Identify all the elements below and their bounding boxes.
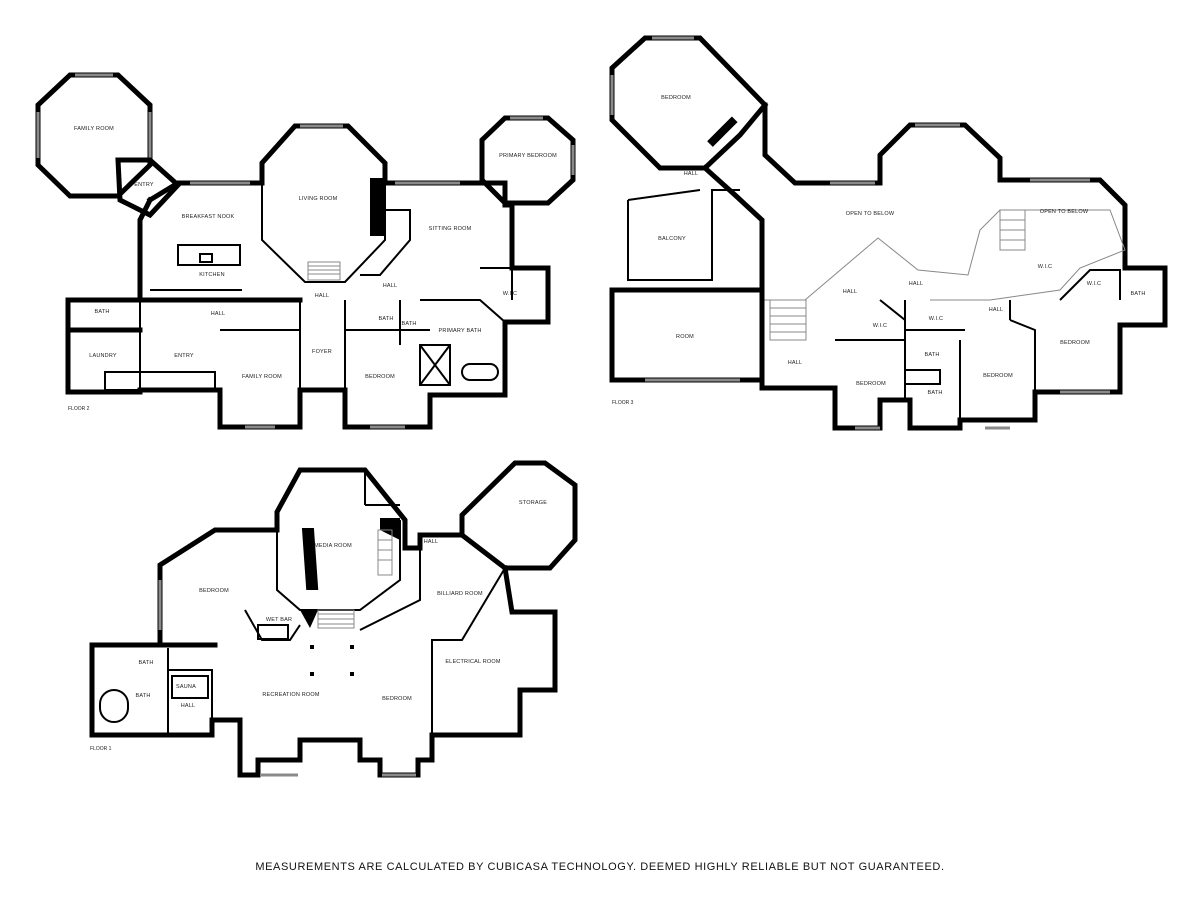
- room-label: HALL: [843, 289, 858, 295]
- floor-2-plan: FLOOR 2 FAMILY ROOM ENTRY BREAKFAST NOOK…: [35, 72, 576, 430]
- room-label: BREAKFAST NOOK: [182, 214, 235, 220]
- floor-1-main-walls: [89, 467, 558, 778]
- floor-3-bedroom-walls: [609, 35, 769, 171]
- room-label: OPEN TO BELOW: [846, 211, 895, 217]
- floor-3-room-labels: BEDROOM HALL BALCONY OPEN TO BELOW OPEN …: [658, 95, 1145, 396]
- room-label: W.I.C: [503, 291, 517, 297]
- room-label: BATH: [927, 390, 942, 396]
- room-label: W.I.C: [929, 316, 943, 322]
- room-label: SAUNA: [176, 684, 196, 690]
- room-label: BEDROOM: [983, 373, 1013, 379]
- floor-2-main-walls: [65, 123, 551, 430]
- room-label: PRIMARY BEDROOM: [499, 153, 557, 159]
- room-label: BEDROOM: [365, 374, 395, 380]
- room-label: W.I.C: [873, 323, 887, 329]
- room-label: SITTING ROOM: [429, 226, 472, 232]
- room-label: WET BAR: [266, 617, 292, 623]
- room-label: BATH: [1130, 291, 1145, 297]
- room-label: BEDROOM: [382, 696, 412, 702]
- room-label: HALL: [181, 703, 196, 709]
- primary-bedroom-walls: [479, 115, 576, 206]
- floor-2-label: FLOOR 2: [68, 406, 90, 412]
- room-label: HALL: [788, 360, 803, 366]
- room-label: BATH: [94, 309, 109, 315]
- room-label: ENTRY: [134, 182, 154, 188]
- storage-walls: [459, 460, 578, 571]
- room-label: ENTRY: [174, 353, 194, 359]
- room-label: BATH: [378, 316, 393, 322]
- family-room-walls: [35, 72, 153, 199]
- floor-3-plan: FLOOR 3 BEDROOM HALL BALCONY OPEN TO BEL…: [609, 35, 1168, 431]
- room-label: LIVING ROOM: [299, 196, 338, 202]
- room-label: ELECTRICAL ROOM: [445, 659, 501, 665]
- room-label: W.I.C: [1087, 281, 1101, 287]
- room-label: HALL: [315, 293, 330, 299]
- room-label: BILLIARD ROOM: [437, 591, 483, 597]
- room-label: W.I.C: [1038, 264, 1052, 270]
- room-label: MEDIA ROOM: [314, 543, 352, 549]
- room-label: STORAGE: [519, 500, 547, 506]
- entry-walls: [115, 157, 182, 219]
- room-label: KITCHEN: [199, 272, 225, 278]
- room-label: HALL: [909, 281, 924, 287]
- room-label: PRIMARY BATH: [438, 328, 481, 334]
- room-label: ROOM: [676, 334, 694, 340]
- disclaimer-text: MEASUREMENTS ARE CALCULATED BY CUBICASA …: [255, 861, 945, 873]
- room-label: HALL: [989, 307, 1004, 313]
- room-label: RECREATION ROOM: [262, 692, 320, 698]
- floor-3-label: FLOOR 3: [612, 400, 634, 406]
- floor-1-label: FLOOR 1: [90, 746, 112, 752]
- room-label: FAMILY ROOM: [74, 126, 114, 132]
- room-label: HALL: [684, 171, 699, 177]
- room-label: BALCONY: [658, 236, 686, 242]
- room-label: OPEN TO BELOW: [1040, 209, 1089, 215]
- room-label: BEDROOM: [661, 95, 691, 101]
- room-label: BATH: [401, 321, 416, 327]
- room-label: FAMILY ROOM: [242, 374, 282, 380]
- room-label: BEDROOM: [1060, 340, 1090, 346]
- floor-2-room-labels: FAMILY ROOM ENTRY BREAKFAST NOOK KITCHEN…: [74, 126, 557, 380]
- room-label: HALL: [211, 311, 226, 317]
- room-label: HALL: [383, 283, 398, 289]
- room-label: BATH: [924, 352, 939, 358]
- room-label: BEDROOM: [199, 588, 229, 594]
- room-label: HALL: [424, 539, 439, 545]
- room-label: LAUNDRY: [89, 353, 117, 359]
- room-label: BATH: [138, 660, 153, 666]
- floor-1-plan: FLOOR 1 STORAGE MEDIA ROOM HALL BEDROOM …: [89, 460, 578, 778]
- room-label: FOYER: [312, 349, 332, 355]
- floor-1-room-labels: STORAGE MEDIA ROOM HALL BEDROOM BILLIARD…: [135, 500, 547, 709]
- room-label: BATH: [135, 693, 150, 699]
- room-label: BEDROOM: [856, 381, 886, 387]
